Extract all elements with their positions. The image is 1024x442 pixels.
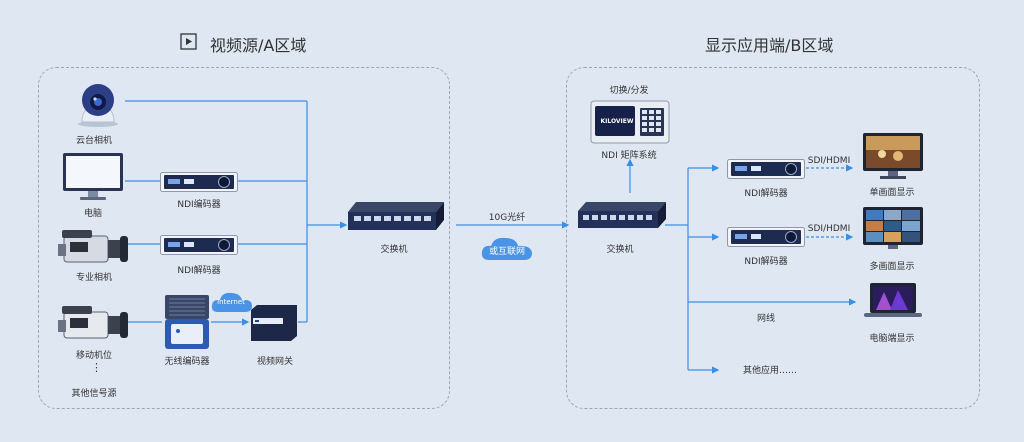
internet-cloud-icon — [211, 292, 252, 312]
ndi-decoder-b2-label: NDI解码器 — [744, 257, 788, 267]
switch-b-device — [578, 202, 666, 228]
switch-a-device — [348, 202, 444, 230]
sdi-hdmi-label-2: SDI/HDMI — [807, 224, 851, 234]
laptop-display-icon — [864, 283, 922, 317]
matrix-top-label: 切换/分发 — [609, 86, 649, 96]
mobile-camera-label: 移动机位 — [75, 351, 113, 361]
other-source-label: 其他信号源 — [71, 389, 117, 399]
ndi-encoder-device — [160, 172, 238, 192]
cloud-label: 或互联网 — [488, 247, 526, 257]
other-apps-label: 其他应用…… — [742, 366, 798, 376]
matrix-label: NDI 矩阵系统 — [601, 151, 657, 161]
ndi-decoder-a-device — [160, 235, 238, 255]
pro-camera-label: 专业相机 — [75, 273, 113, 283]
pc-display-label: 电脑端显示 — [869, 334, 915, 344]
zone-a-frame — [38, 67, 450, 409]
matrix-brand: KILOVIEW — [600, 118, 634, 125]
ndi-encoder-label: NDI编码器 — [177, 200, 221, 210]
ndi-decoder-b2-device — [727, 227, 805, 247]
single-display-icon — [863, 133, 923, 179]
sdi-hdmi-label-1: SDI/HDMI — [807, 156, 851, 166]
internet-cloud-link-icon — [481, 237, 532, 260]
ndi-decoder-a-label: NDI解码器 — [177, 266, 221, 276]
zone-a-title: 视频源/A区域 — [210, 36, 307, 55]
single-display-label: 单画面显示 — [869, 188, 915, 198]
network-cable-label: 网线 — [756, 314, 776, 324]
wireless-encoder-device — [165, 295, 209, 349]
multi-display-label: 多画面显示 — [869, 262, 915, 272]
video-gateway-label: 视频网关 — [256, 357, 294, 367]
internet-label: Internet — [217, 298, 245, 306]
more-dots: ⋮ — [91, 361, 102, 374]
ndi-decoder-b1-label: NDI解码器 — [744, 189, 788, 199]
ptz-camera-label: 云台相机 — [75, 136, 113, 146]
ptz-camera-icon — [78, 84, 118, 127]
wireless-encoder-label: 无线编码器 — [164, 357, 210, 367]
video-gateway-device — [251, 305, 297, 341]
zone-b-title: 显示应用端/B区域 — [705, 36, 834, 55]
pc-label: 电脑 — [83, 209, 103, 219]
monitor-icon — [63, 153, 123, 200]
switch-a-label: 交换机 — [380, 245, 408, 255]
zone-b-frame — [566, 67, 980, 409]
switch-b-label: 交换机 — [606, 245, 634, 255]
ndi-matrix-device — [590, 100, 670, 144]
play-icon — [180, 33, 197, 50]
multi-display-icon — [863, 207, 923, 249]
pro-camera-icon — [58, 230, 128, 263]
ndi-decoder-b1-device — [727, 159, 805, 179]
mobile-camera-icon — [58, 306, 128, 339]
fiber-label: 10G光纤 — [488, 213, 526, 223]
